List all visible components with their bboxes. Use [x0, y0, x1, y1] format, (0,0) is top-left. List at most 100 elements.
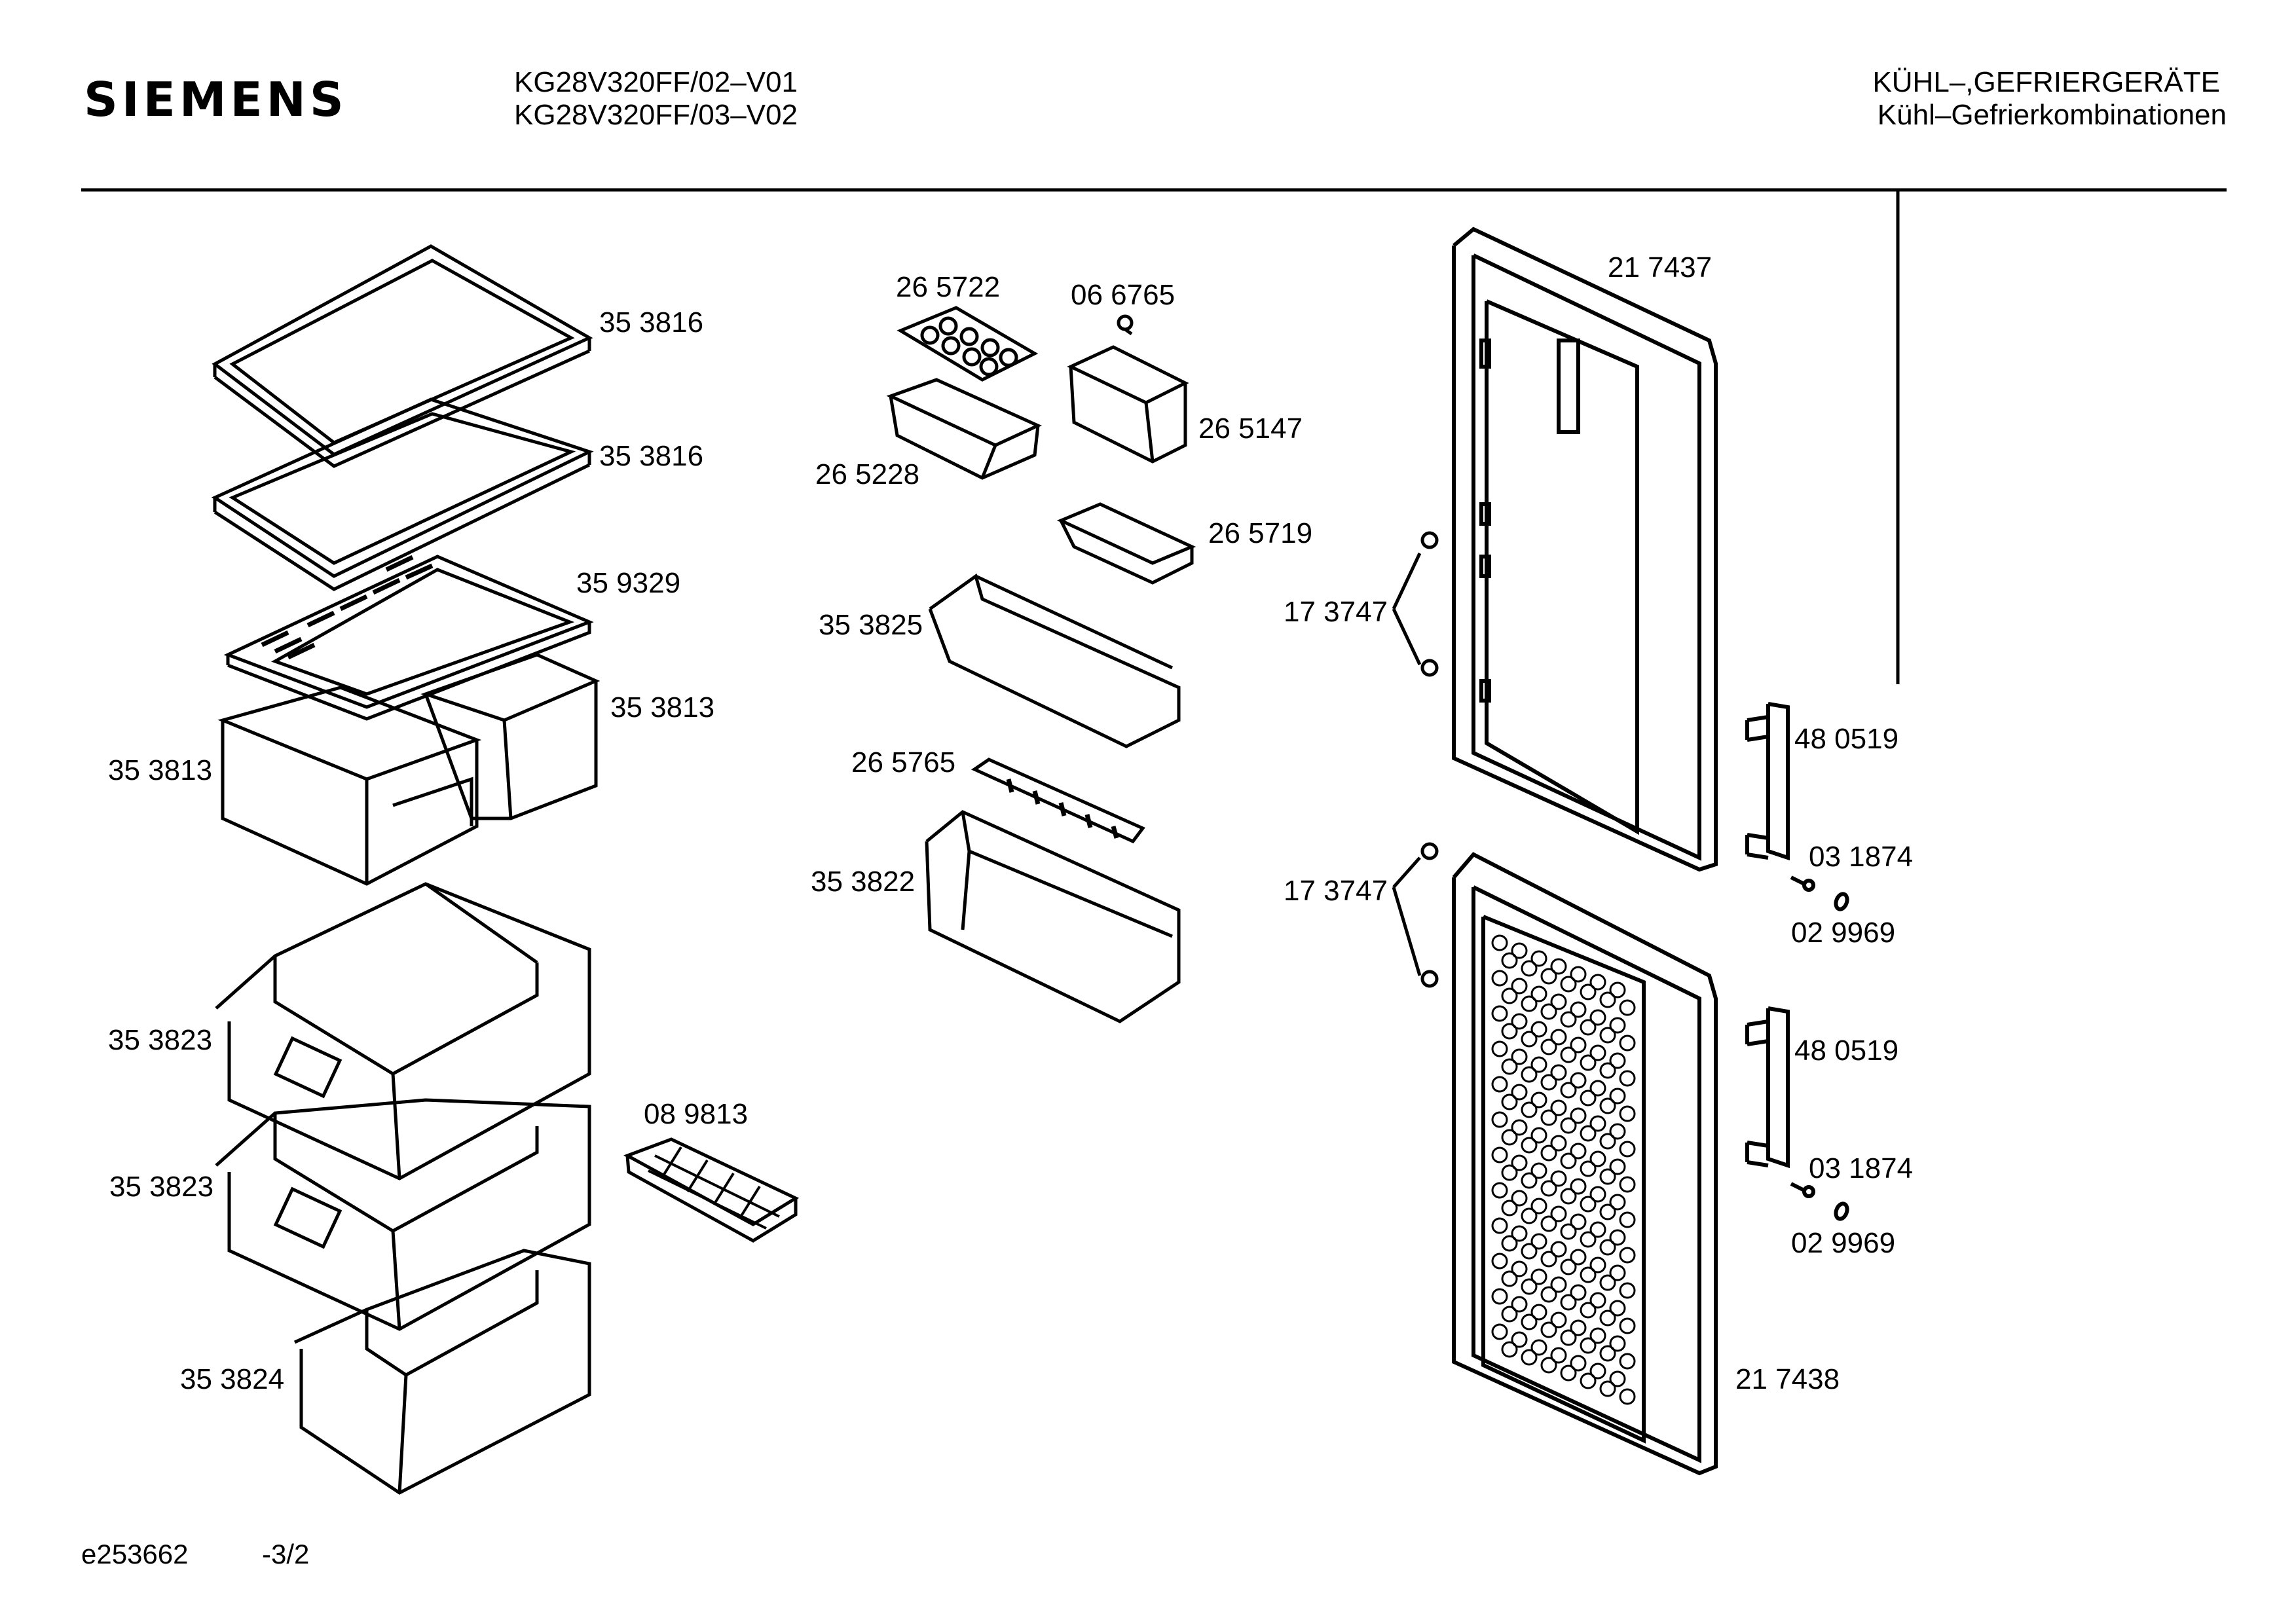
dimple	[1550, 1241, 1567, 1258]
dimple	[1560, 1152, 1577, 1169]
dimple	[1619, 1247, 1636, 1264]
dimple	[1530, 1268, 1547, 1285]
dimple	[1540, 968, 1557, 985]
dimple	[1580, 983, 1597, 1000]
dimple	[1570, 966, 1587, 983]
part-label: 03 1874	[1809, 841, 1914, 873]
dairy-lid	[1067, 345, 1189, 464]
dimple	[1570, 1072, 1587, 1089]
dimple	[1570, 1213, 1587, 1230]
dimple	[1530, 950, 1547, 967]
dimple	[1550, 1170, 1567, 1187]
drawing-id: e253662	[81, 1539, 189, 1569]
category-line-1: KÜHL–,GEFRIERGERÄTE	[1872, 66, 2220, 98]
part-label: 03 1874	[1809, 1152, 1914, 1184]
dimple	[1570, 1107, 1587, 1124]
dimple	[1491, 1288, 1508, 1305]
dimple	[1540, 1145, 1557, 1162]
brand-logo: SIEMENS	[84, 72, 348, 127]
dimple	[1560, 1258, 1577, 1275]
dimple	[1599, 1310, 1616, 1327]
part-label: 21 7437	[1608, 251, 1713, 284]
dimple	[1521, 1031, 1538, 1048]
dimple	[1501, 1058, 1518, 1075]
dimple	[1491, 1146, 1508, 1163]
dimple	[1589, 1363, 1606, 1380]
dimple	[1550, 993, 1567, 1010]
dimple	[1491, 1182, 1508, 1199]
dimple	[1580, 1019, 1597, 1036]
dimple	[1530, 1056, 1547, 1073]
part-label: 17 3747	[1284, 875, 1388, 907]
dimple	[1501, 1270, 1518, 1287]
dimple	[1491, 1005, 1508, 1022]
dimple	[1540, 1003, 1557, 1020]
dimple	[1599, 1168, 1616, 1185]
dimple	[1609, 1229, 1626, 1246]
dimple	[1560, 1294, 1577, 1311]
dimple	[1530, 1339, 1547, 1356]
dimple	[1540, 1180, 1557, 1197]
part-label: 35 9329	[576, 567, 681, 599]
bottle-retainer	[971, 758, 1145, 844]
handle-screw-upper	[1790, 875, 1815, 892]
dimple	[1570, 1284, 1587, 1301]
dimple	[1540, 1038, 1557, 1055]
dimple	[1589, 1009, 1606, 1026]
dimple	[1560, 1082, 1577, 1099]
dimple	[1619, 1282, 1636, 1299]
dimple	[1580, 1160, 1597, 1177]
dimple	[1609, 1123, 1626, 1140]
dimple	[1511, 1190, 1528, 1207]
part-label: 26 5722	[896, 271, 1001, 303]
dimple	[1609, 1300, 1626, 1317]
dimple	[1619, 999, 1636, 1016]
dimple	[1570, 1001, 1587, 1018]
dimple	[1589, 1044, 1606, 1061]
dimple	[1540, 1286, 1557, 1303]
dimple	[1560, 1223, 1577, 1240]
dimple	[1530, 985, 1547, 1002]
dimple	[1619, 1141, 1636, 1158]
part-label: 35 3813	[610, 691, 715, 724]
crisper-cover	[223, 555, 594, 721]
door-shelf-lower	[925, 810, 1181, 1023]
dimple	[1589, 1256, 1606, 1273]
handle-cap-lower	[1834, 1201, 1849, 1221]
part-label: 02 9969	[1791, 1227, 1896, 1259]
dimple	[1530, 1127, 1547, 1144]
door-screw-upper-set	[1392, 531, 1439, 677]
dimple	[1521, 1313, 1538, 1330]
glass-shelf-upper	[212, 244, 593, 468]
part-label: 35 3823	[108, 1024, 213, 1056]
dimple	[1540, 1215, 1557, 1232]
dimple	[1619, 1035, 1636, 1052]
dimple	[1589, 1150, 1606, 1167]
dimple	[1599, 1345, 1616, 1362]
part-label: 48 0519	[1794, 723, 1899, 755]
dimple	[1619, 1176, 1636, 1193]
dimple	[1540, 1109, 1557, 1126]
dimple	[1521, 1101, 1538, 1118]
dimple	[1589, 1292, 1606, 1309]
dimple	[1530, 1233, 1547, 1250]
dimple	[1609, 1335, 1626, 1352]
dimple	[1599, 1097, 1616, 1114]
fridge-door	[1452, 227, 1718, 872]
dimple	[1540, 1357, 1557, 1374]
dimple	[1619, 1317, 1636, 1334]
part-label: 26 5719	[1208, 517, 1313, 549]
dimple	[1570, 1355, 1587, 1372]
dimple	[1619, 1105, 1636, 1122]
door-shelf-upper	[928, 573, 1181, 748]
dimple	[1511, 1084, 1528, 1101]
door-handle-upper	[1745, 702, 1790, 861]
dimple	[1570, 1319, 1587, 1336]
dimple	[1521, 995, 1538, 1012]
dimple	[1570, 1178, 1587, 1195]
dimple	[1619, 1353, 1636, 1370]
dimple	[1491, 1040, 1508, 1057]
dimple	[1491, 1111, 1508, 1128]
part-label: 35 3825	[819, 609, 923, 641]
